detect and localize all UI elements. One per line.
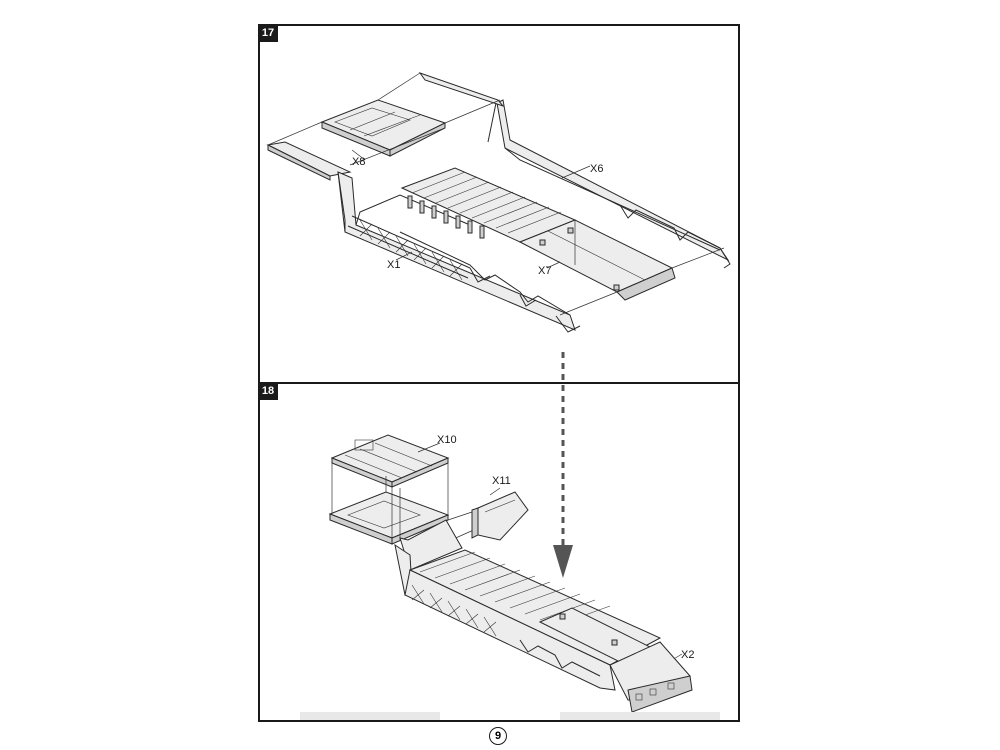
label-x1: X1 [387, 259, 401, 271]
label-x8: X8 [352, 156, 366, 168]
label-x7: X7 [538, 265, 552, 277]
step-18-badge: 18 [258, 382, 278, 400]
label-x10: X10 [437, 434, 457, 446]
step-17-badge: 17 [258, 24, 278, 42]
assembled-trailer [394, 519, 693, 713]
step-18-drawing [328, 434, 693, 713]
step-17-drawing [266, 72, 731, 578]
bottom-smudges [300, 712, 720, 720]
part-x8-gooseneck-plate [266, 99, 447, 181]
instruction-sheet-frame [258, 24, 740, 722]
label-x2: X2 [681, 649, 695, 661]
label-x11: X11 [492, 475, 511, 487]
part-x6-side-rail [418, 72, 731, 269]
transfer-arrow [553, 352, 573, 578]
step-17-guide-lines [267, 72, 725, 316]
step-divider [258, 382, 740, 384]
part-x11-plate [471, 491, 529, 541]
part-x7-ramp-plate [518, 219, 676, 301]
deck-slats [400, 167, 577, 243]
label-x6: X6 [590, 163, 604, 175]
page-number: 9 [489, 727, 507, 745]
part-x10-frame [328, 434, 450, 545]
